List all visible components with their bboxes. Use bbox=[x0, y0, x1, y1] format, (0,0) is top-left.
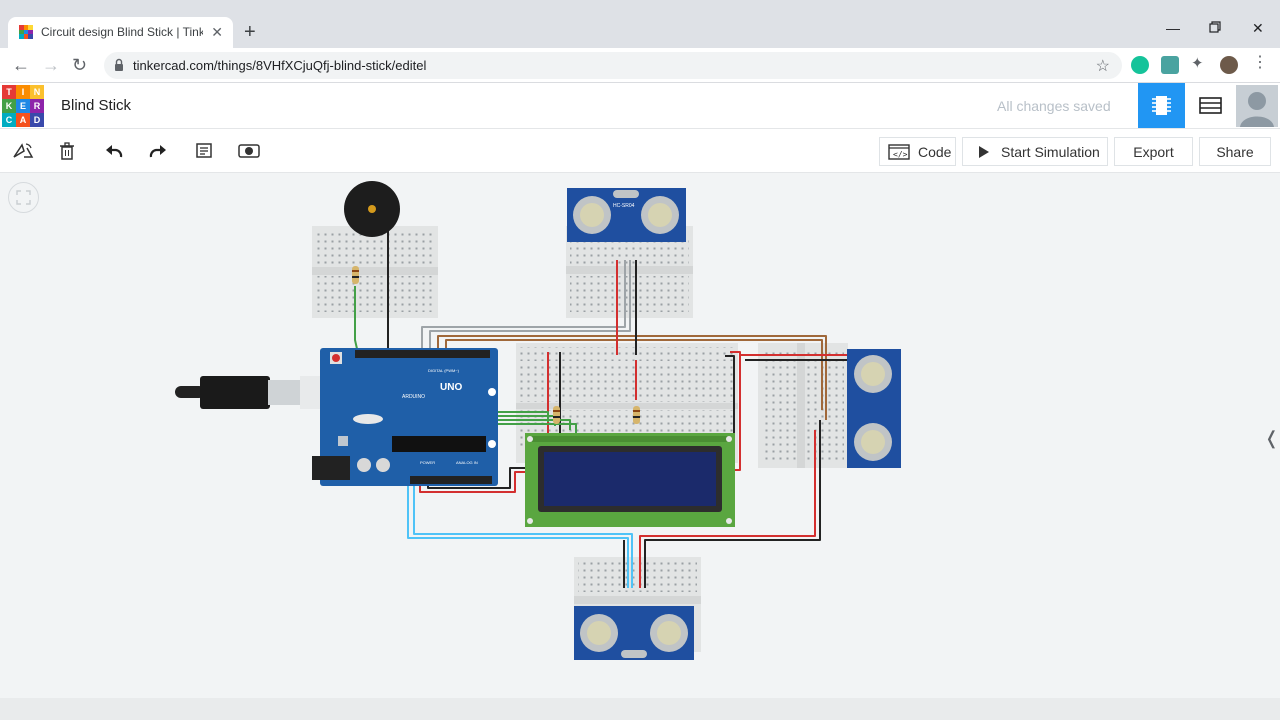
puzzle-extensions-icon[interactable]: ✦ bbox=[1191, 55, 1204, 72]
bottom-strip bbox=[0, 698, 1280, 720]
resistor-buzzer[interactable] bbox=[352, 266, 359, 284]
code-button-label: Code bbox=[918, 143, 952, 160]
arduino-analog-label: ANALOG IN bbox=[456, 460, 478, 465]
circuit-canvas[interactable]: UNO ARDUINO DIGITAL (PWM~) POWER ANALOG … bbox=[0, 173, 1280, 698]
resistor-main-1[interactable] bbox=[553, 406, 560, 424]
wire-red-right[interactable] bbox=[730, 351, 741, 471]
logo-letter: I bbox=[16, 85, 30, 99]
circuit-view-button[interactable] bbox=[1138, 83, 1185, 128]
ultrasonic-sensor-top[interactable]: HC-SR04 bbox=[567, 188, 686, 242]
arduino-uno-label: UNO bbox=[440, 382, 462, 393]
restore-icon[interactable] bbox=[1209, 20, 1221, 36]
fit-view-icon bbox=[16, 190, 31, 205]
app-header: T I N K E R C A D Blind Stick All change… bbox=[0, 83, 1280, 129]
list-icon bbox=[1199, 97, 1222, 114]
editor-toolbar: </> Code Start Simulation Export Share bbox=[0, 129, 1280, 173]
logo-letter: K bbox=[2, 99, 16, 113]
logo-letter: E bbox=[16, 99, 30, 113]
arduino-uno-board[interactable]: UNO ARDUINO DIGITAL (PWM~) POWER ANALOG … bbox=[312, 348, 498, 486]
play-icon bbox=[979, 145, 989, 158]
grammarly-extension-icon[interactable] bbox=[1131, 56, 1149, 74]
browser-tab-strip: Circuit design Blind Stick | Tinkercad ✕… bbox=[0, 0, 1280, 48]
ultrasonic-sensor-bottom[interactable] bbox=[574, 606, 694, 660]
logo-letter: N bbox=[30, 85, 44, 99]
export-button[interactable]: Export bbox=[1114, 137, 1193, 166]
logo-letter: R bbox=[30, 99, 44, 113]
zoom-to-fit-button[interactable] bbox=[8, 182, 39, 213]
chrome-menu-icon[interactable]: ⋮ bbox=[1252, 54, 1268, 71]
visibility-eye-icon[interactable] bbox=[237, 139, 261, 163]
url-text: tinkercad.com/things/8VHfXCjuQfj-blind-s… bbox=[133, 58, 427, 73]
svg-text:</>: </> bbox=[893, 150, 908, 159]
logo-letter: T bbox=[2, 85, 16, 99]
start-simulation-label: Start Simulation bbox=[1001, 143, 1100, 160]
tinkercad-favicon-icon bbox=[19, 25, 33, 39]
share-button[interactable]: Share bbox=[1199, 137, 1271, 166]
bookmark-star-icon[interactable]: ☆ bbox=[1095, 58, 1110, 75]
start-simulation-button[interactable]: Start Simulation bbox=[962, 137, 1108, 166]
component-list-view-button[interactable] bbox=[1188, 83, 1233, 128]
undo-icon[interactable] bbox=[102, 139, 126, 163]
arduino-brand-label: ARDUINO bbox=[402, 394, 425, 400]
new-tab-icon[interactable]: + bbox=[244, 21, 256, 43]
logo-letter: A bbox=[16, 113, 30, 127]
redo-icon[interactable] bbox=[146, 139, 170, 163]
lock-icon bbox=[115, 58, 123, 71]
wire-black-bottom[interactable] bbox=[644, 420, 821, 588]
logo-letter: D bbox=[30, 113, 44, 127]
logo-letter: C bbox=[2, 113, 16, 127]
close-tab-icon[interactable]: ✕ bbox=[211, 24, 223, 40]
delete-trash-icon[interactable] bbox=[55, 139, 79, 163]
lcd-16x2[interactable] bbox=[525, 433, 735, 527]
save-status: All changes saved bbox=[997, 98, 1111, 114]
arduino-power-label: POWER bbox=[420, 460, 435, 465]
minimize-icon[interactable]: — bbox=[1166, 20, 1180, 36]
breadboard-buzzer[interactable] bbox=[312, 226, 438, 318]
wire-brown-2[interactable] bbox=[445, 339, 823, 410]
share-button-label: Share bbox=[1216, 143, 1254, 160]
profile-avatar-icon[interactable] bbox=[1220, 56, 1238, 74]
tab-title: Circuit design Blind Stick | Tinkercad bbox=[41, 25, 203, 39]
close-window-icon[interactable]: ✕ bbox=[1252, 20, 1264, 36]
rotate-tool-icon[interactable] bbox=[11, 139, 35, 163]
omnibox[interactable]: tinkercad.com/things/8VHfXCjuQfj-blind-s… bbox=[104, 52, 1122, 79]
sensor-top-label: HC-SR04 bbox=[613, 203, 635, 209]
notes-icon[interactable] bbox=[192, 139, 216, 163]
wire-brown[interactable] bbox=[437, 335, 827, 420]
user-silhouette-icon bbox=[1240, 92, 1274, 127]
ultrasonic-sensor-right[interactable] bbox=[847, 349, 901, 468]
chip-icon bbox=[1152, 96, 1171, 115]
extension-icon[interactable] bbox=[1161, 56, 1179, 74]
resistor-main-2[interactable] bbox=[633, 406, 640, 424]
forward-icon: → bbox=[42, 55, 60, 75]
address-bar-row: ← → ↻ tinkercad.com/things/8VHfXCjuQfj-b… bbox=[0, 48, 1280, 83]
reload-icon[interactable]: ↻ bbox=[72, 55, 88, 75]
arduino-digital-label: DIGITAL (PWM~) bbox=[428, 368, 460, 373]
tinkercad-logo[interactable]: T I N K E R C A D bbox=[2, 85, 44, 127]
circuit-drawing: UNO ARDUINO DIGITAL (PWM~) POWER ANALOG … bbox=[175, 181, 901, 660]
wire-gray-top[interactable] bbox=[421, 260, 626, 352]
back-icon[interactable]: ← bbox=[12, 55, 30, 75]
export-button-label: Export bbox=[1133, 143, 1174, 160]
wire-gray-top-2[interactable] bbox=[429, 260, 631, 352]
piezo-buzzer[interactable] bbox=[344, 181, 400, 237]
browser-tab[interactable]: Circuit design Blind Stick | Tinkercad ✕ bbox=[8, 17, 233, 48]
wire-red-arduino[interactable] bbox=[419, 471, 530, 493]
panel-toggle-chevron-icon[interactable]: ❬ bbox=[1264, 428, 1280, 448]
project-title[interactable]: Blind Stick bbox=[61, 97, 132, 114]
user-avatar[interactable] bbox=[1236, 85, 1278, 127]
code-button[interactable]: </> Code bbox=[879, 137, 956, 166]
breadboard-right-sensor[interactable] bbox=[758, 343, 848, 468]
wire-red-bottom[interactable] bbox=[639, 430, 816, 588]
code-icon: </> bbox=[888, 143, 910, 160]
